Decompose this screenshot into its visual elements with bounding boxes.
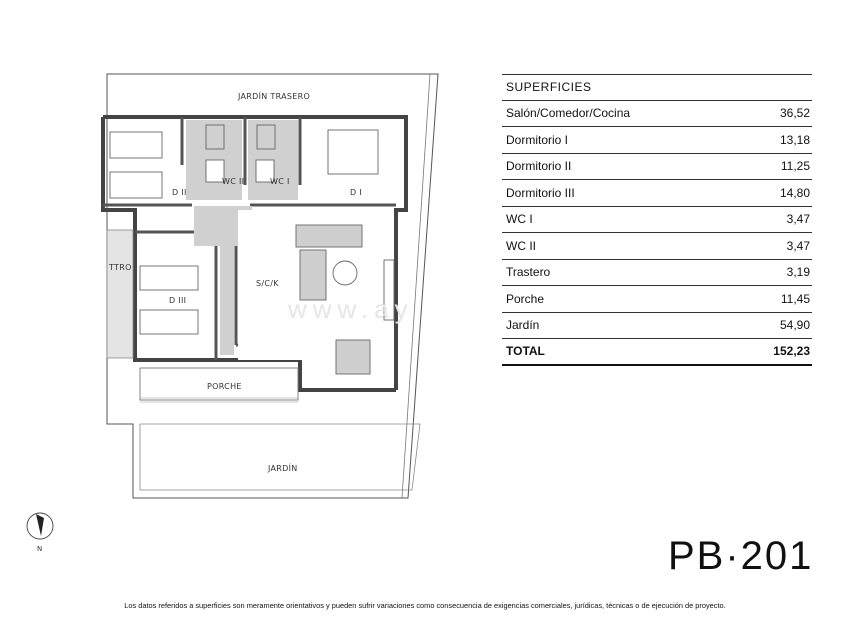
row-value: 13,18 xyxy=(779,132,810,147)
table-total-row: TOTAL 152,23 xyxy=(502,339,812,366)
label-porche: PORCHE xyxy=(207,382,242,391)
label-jardin-trasero: JARDÍN TRASERO xyxy=(237,90,310,101)
table-row: Dormitorio II 11,25 xyxy=(502,154,812,180)
label-wc1: WC I xyxy=(270,177,290,186)
table-row: WC I 3,47 xyxy=(502,207,812,233)
label-d2: D II xyxy=(172,188,187,197)
table-row: Jardín 54,90 xyxy=(502,313,812,339)
label-ttro: TTRO xyxy=(108,263,132,272)
row-value: 3,47 xyxy=(786,212,810,227)
north-label: N xyxy=(37,545,43,553)
table-row: Trastero 3,19 xyxy=(502,260,812,286)
row-value: 36,52 xyxy=(779,106,810,121)
plot-outline xyxy=(106,73,439,499)
row-label: WC I xyxy=(506,212,533,227)
label-jardin: JARDÍN xyxy=(267,462,298,473)
row-label: Salón/Comedor/Cocina xyxy=(506,106,631,121)
total-value: 152,23 xyxy=(773,344,810,359)
watermark: www.ay xyxy=(288,294,414,324)
label-d3: D III xyxy=(169,296,186,305)
row-label: Dormitorio III xyxy=(506,185,575,200)
unit-code: PB·201 xyxy=(668,534,814,578)
table-row: Salón/Comedor/Cocina 36,52 xyxy=(502,101,812,127)
row-value: 3,47 xyxy=(786,238,810,253)
table-row: Dormitorio I 13,18 xyxy=(502,127,812,154)
disclaimer: Los datos referidos a superficies son me… xyxy=(124,601,726,610)
table-header: SUPERFICIES xyxy=(502,74,812,101)
floor-plan: JARDÍN TRASERO WC II WC I D II D I TTRO … xyxy=(26,73,439,553)
table-row: Porche 11,45 xyxy=(502,286,812,313)
interior-walls xyxy=(103,117,396,360)
table-row: WC II 3,47 xyxy=(502,233,812,260)
row-label: WC II xyxy=(506,238,536,253)
north-arrow-icon: N xyxy=(26,512,54,553)
label-sck: S/C/K xyxy=(256,279,279,288)
row-value: 3,19 xyxy=(786,265,810,280)
table-row: Dormitorio III 14,80 xyxy=(502,180,812,207)
row-value: 11,45 xyxy=(780,291,810,306)
row-label: Dormitorio I xyxy=(506,132,569,147)
porch-area xyxy=(139,367,299,401)
total-label: TOTAL xyxy=(506,344,545,359)
label-wc2: WC II xyxy=(222,177,244,186)
label-d1: D I xyxy=(350,188,362,197)
row-label: Jardín xyxy=(506,318,540,333)
row-label: Trastero xyxy=(506,265,551,280)
row-value: 54,90 xyxy=(779,318,810,333)
row-label: Porche xyxy=(506,291,545,306)
row-value: 14,80 xyxy=(779,185,810,200)
furniture xyxy=(109,124,395,375)
row-label: Dormitorio II xyxy=(506,159,572,174)
table-title: SUPERFICIES xyxy=(506,80,592,95)
row-value: 11,25 xyxy=(780,159,810,174)
